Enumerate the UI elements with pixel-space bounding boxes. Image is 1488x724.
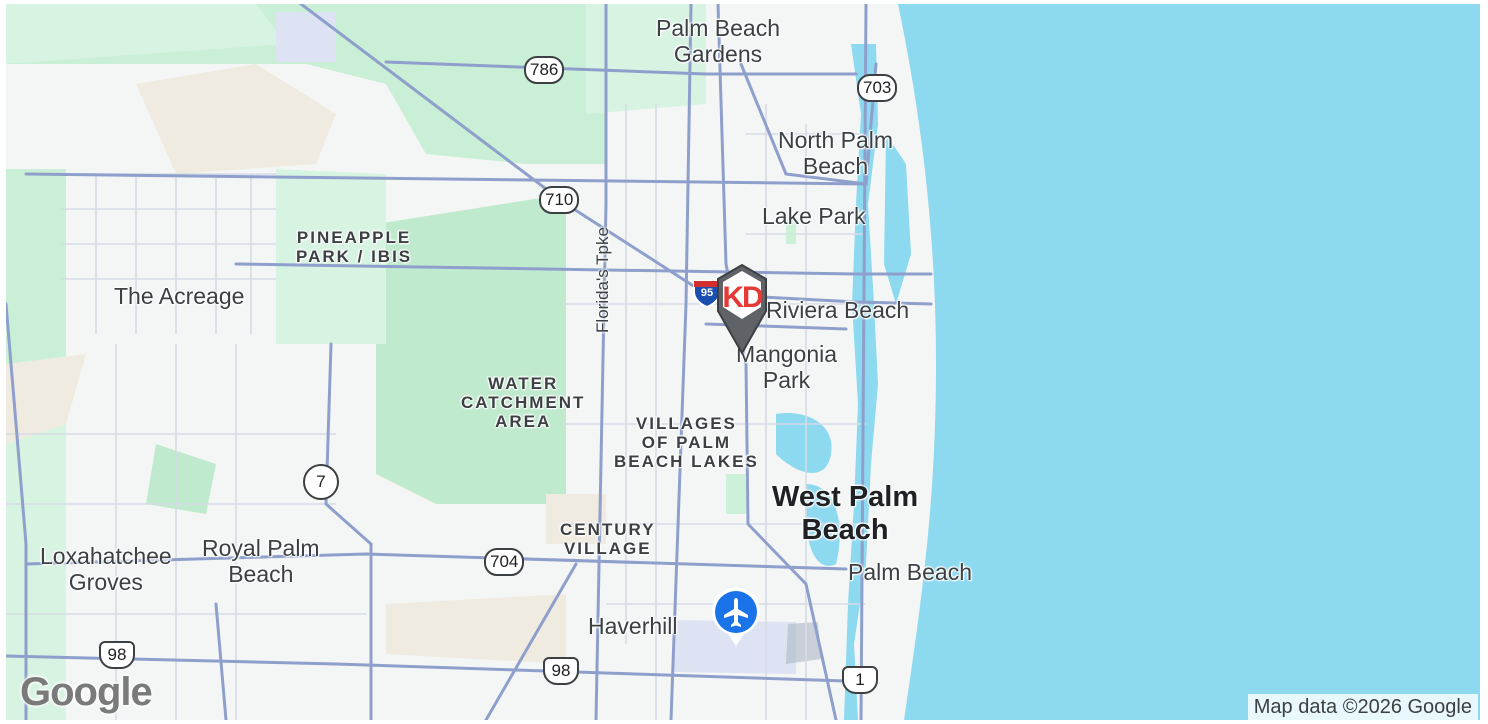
kd-location-pin-icon bbox=[717, 263, 767, 356]
interstate-95-number: 95 bbox=[700, 287, 714, 299]
route-786-shield: 786 bbox=[524, 56, 565, 84]
map-attribution[interactable]: Map data ©2026 Google bbox=[1247, 694, 1478, 720]
us-98-shield-east: 98 bbox=[543, 657, 579, 685]
google-logo[interactable]: Google bbox=[20, 670, 153, 714]
us-1-shield: 1 bbox=[842, 666, 878, 694]
route-7-shield: 7 bbox=[303, 464, 339, 500]
route-703-shield: 703 bbox=[857, 74, 898, 102]
location-marker[interactable]: KD bbox=[714, 263, 770, 356]
map-base-layer bbox=[6, 4, 1480, 720]
road-label-floridas-turnpike: Florida's Tpke bbox=[592, 227, 612, 333]
label-haverhill: Haverhill bbox=[588, 613, 678, 639]
label-the-acreage: The Acreage bbox=[114, 283, 245, 309]
interstate-95-shield: 95 bbox=[692, 278, 722, 309]
us-98-shield-west: 98 bbox=[99, 641, 135, 669]
airplane-icon bbox=[712, 587, 760, 646]
route-704-shield: 704 bbox=[484, 548, 525, 576]
label-lake-park: Lake Park bbox=[762, 203, 866, 229]
route-710-shield: 710 bbox=[539, 186, 580, 214]
airport-pin[interactable] bbox=[708, 584, 764, 648]
label-riviera-beach: Riviera Beach bbox=[766, 297, 910, 323]
label-palm-beach: Palm Beach bbox=[848, 559, 973, 585]
marker-text: KD bbox=[722, 281, 763, 314]
